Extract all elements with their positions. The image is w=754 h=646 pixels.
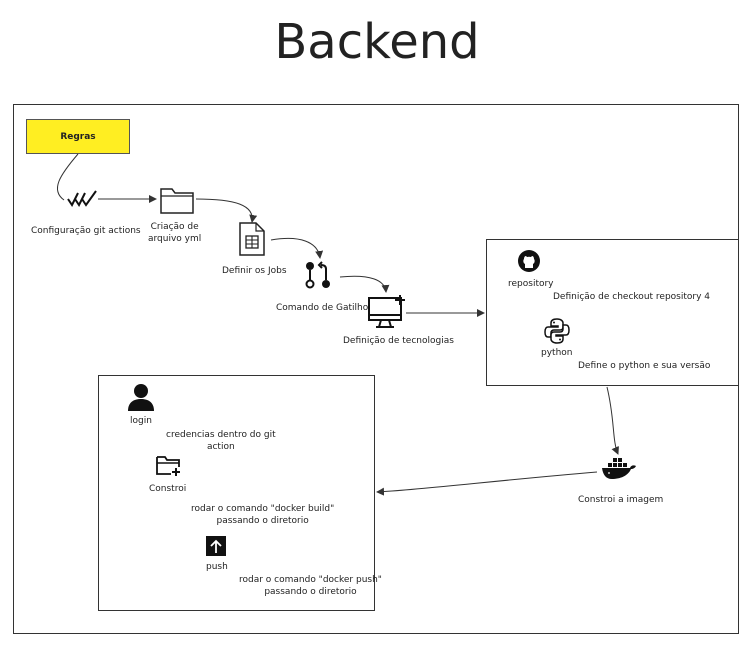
push-desc: rodar o comando "docker push" passando o…	[239, 574, 382, 598]
folder-icon	[160, 188, 194, 214]
docker-steps-box	[98, 375, 375, 611]
yml-label: Criação de arquivo yml	[148, 221, 201, 245]
push-desc-line1: rodar o comando "docker push"	[239, 575, 382, 585]
push-desc-line2: passando o diretorio	[264, 587, 357, 597]
document-table-icon	[239, 222, 265, 256]
build-desc-line1: rodar o comando "docker build"	[191, 504, 335, 514]
login-desc-line1: credencias dentro do git	[166, 430, 276, 440]
yml-label-line1: Criação de	[150, 222, 199, 232]
upload-icon	[206, 536, 226, 556]
python-label: python	[541, 348, 573, 358]
jobs-label: Definir os Jobs	[222, 266, 287, 276]
tecnologias-label: Definição de tecnologias	[343, 336, 454, 346]
user-icon	[128, 384, 154, 411]
folder-add-icon	[156, 456, 180, 476]
build-desc-line2: passando o diretorio	[216, 516, 309, 526]
yml-label-line2: arquivo yml	[148, 234, 202, 244]
imagem-label: Constroi a imagem	[578, 495, 664, 505]
constroi-label: Constroi	[149, 484, 187, 494]
repository-desc: Definição de checkout repository 4	[553, 292, 711, 302]
python-desc: Define o python e sua versão	[578, 361, 711, 371]
login-desc-line2: action	[206, 442, 235, 452]
gatilho-label: Comando de Gatilho	[276, 303, 369, 313]
connector-regras-git	[57, 153, 79, 201]
repository-label: repository	[508, 279, 554, 289]
git-branch-icon	[305, 261, 330, 289]
connector-docker-leftbox	[376, 471, 598, 496]
python-icon	[544, 318, 570, 344]
build-desc: rodar o comando "docker build" passando …	[191, 503, 334, 527]
login-desc: credencias dentro do git action	[166, 429, 276, 453]
connector-doc-branch	[270, 237, 324, 259]
connector-box-docker	[606, 386, 619, 455]
push-label: push	[206, 562, 228, 572]
github-icon	[518, 250, 540, 272]
regras-note: Regras	[26, 119, 130, 154]
page-title: Backend	[274, 14, 480, 70]
login-label: login	[130, 416, 152, 426]
git-actions-label: Configuração git actions	[31, 226, 141, 236]
monitor-add-icon	[368, 295, 405, 328]
checkmarks-icon	[67, 190, 97, 207]
docker-icon	[602, 458, 636, 479]
connector-branch-monitor	[339, 275, 390, 293]
connector-folder-doc	[195, 198, 258, 223]
